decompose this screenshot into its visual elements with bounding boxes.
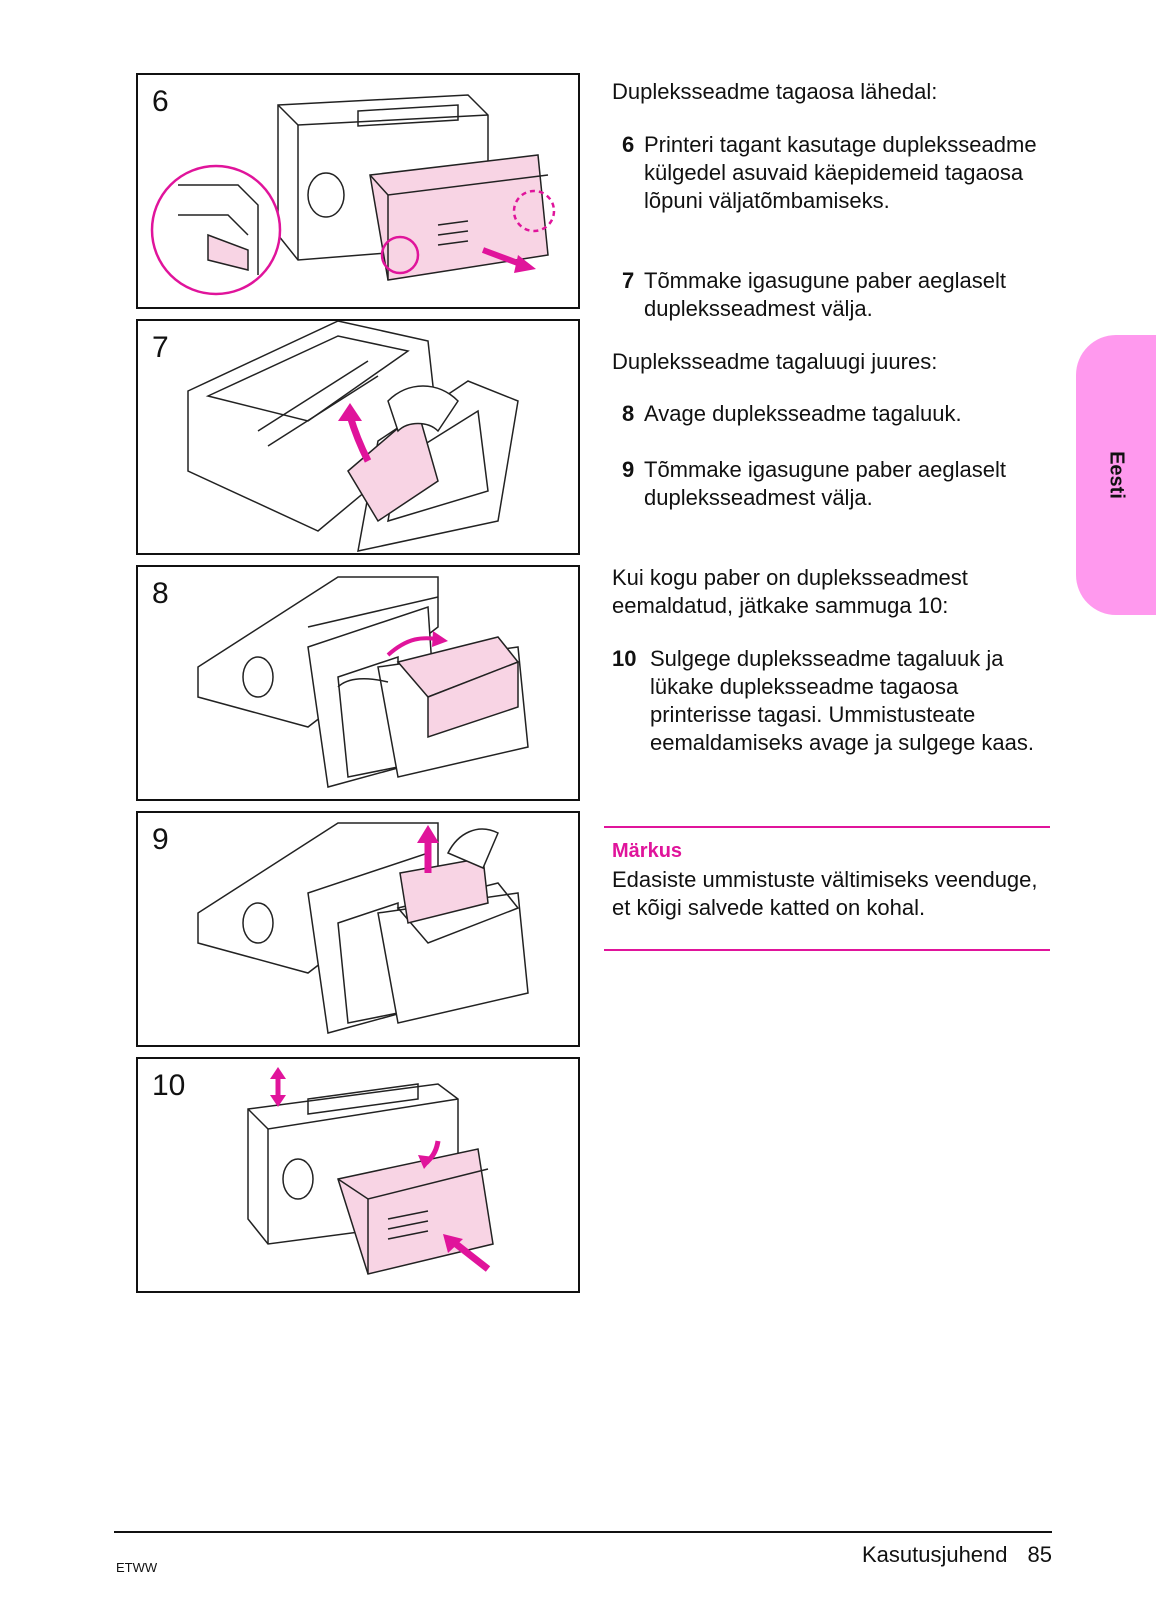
step-text: Printeri tagant kasutage dupleksseadme k… <box>644 132 1037 213</box>
panel-number: 10 <box>152 1069 186 1102</box>
paper-pull-up-illustration <box>197 822 529 1034</box>
step-text: Tõmmake igasugune paber aeglaselt duplek… <box>644 457 1007 510</box>
figure-panel-9: 9 <box>136 811 580 1047</box>
note-top-rule <box>604 826 1050 828</box>
panel-number: 7 <box>152 331 169 364</box>
language-tab: Eesti <box>1076 335 1156 615</box>
panel-number: 8 <box>152 577 169 610</box>
footer-title-page: Kasutusjuhend 85 <box>862 1542 1052 1568</box>
step-text: Sulgege dupleksseadme tagaluuk ja lükake… <box>650 646 1035 755</box>
figure-panel-7: 7 <box>136 319 580 555</box>
printer-duplex-pull-illustration <box>150 94 556 296</box>
step-text: Avage dupleksseadme tagaluuk. <box>644 401 962 426</box>
note-bottom-rule <box>604 949 1050 951</box>
panel-number: 9 <box>152 823 169 856</box>
step-number: 8 <box>622 401 635 426</box>
page-number: 85 <box>1027 1542 1052 1567</box>
step-number: 7 <box>622 268 635 293</box>
language-tab-label: Eesti <box>1105 451 1128 499</box>
section-heading-door: Dupleksseadme tagaluugi juures: <box>612 349 938 374</box>
close-and-push-illustration <box>247 1067 494 1275</box>
figure-panel-6: 6 <box>136 73 580 309</box>
step-text: Tõmmake igasugune paber aeglaselt duplek… <box>644 268 1007 321</box>
footer-code: ETWW <box>116 1560 158 1575</box>
open-rear-door-illustration <box>197 576 529 788</box>
paper-removal-hand-illustration <box>187 321 519 552</box>
figure-panel-10: 10 <box>136 1057 580 1293</box>
step-number: 9 <box>622 457 635 482</box>
figure-panel-8: 8 <box>136 565 580 801</box>
continue-intro: Kui kogu paber on dupleksseadmest eemald… <box>612 565 968 618</box>
section-heading-rear: Dupleksseadme tagaosa lähedal: <box>612 79 938 104</box>
step-number: 6 <box>622 132 635 157</box>
footer-title: Kasutusjuhend <box>861 1542 1008 1567</box>
note-label: Märkus <box>612 840 683 862</box>
footer-rule <box>114 1531 1052 1533</box>
panel-number: 6 <box>152 85 169 118</box>
note-text: Edasiste ummistuste vältimiseks veenduge… <box>612 867 1038 920</box>
step-number: 10 <box>612 646 637 671</box>
